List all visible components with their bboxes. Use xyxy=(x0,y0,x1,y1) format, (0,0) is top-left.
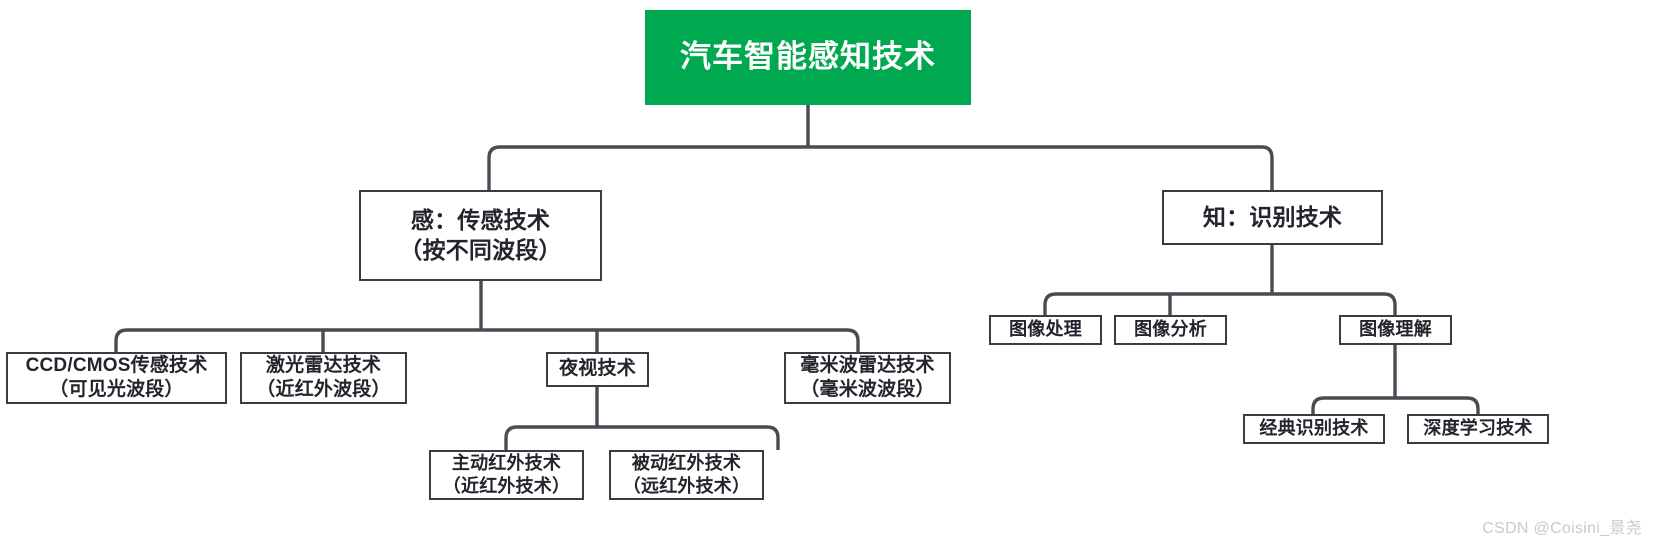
node-mmwave-radar-label-line1: 毫米波雷达技术 xyxy=(800,354,935,376)
node-active-ir[interactable]: 主动红外技术 （近红外技术） xyxy=(429,450,584,500)
node-root[interactable]: 汽车智能感知技术 xyxy=(645,10,971,105)
node-deep-learning[interactable]: 深度学习技术 xyxy=(1407,414,1549,444)
node-ccd-cmos-label-line1: CCD/CMOS传感技术 xyxy=(25,354,208,376)
edge-sense-bus xyxy=(114,328,860,352)
edge-understanding-bus xyxy=(1311,396,1480,414)
edge-nightvision-bus xyxy=(504,425,780,450)
node-night-vision[interactable]: 夜视技术 xyxy=(546,352,649,387)
node-lidar-label-line1: 激光雷达技术 xyxy=(265,354,382,376)
edge-root-bus xyxy=(487,145,1274,194)
node-root-label: 汽车智能感知技术 xyxy=(680,39,936,75)
node-active-ir-label-line1: 主动红外技术 xyxy=(451,452,562,473)
node-passive-ir-label-line1: 被动红外技术 xyxy=(631,452,742,473)
node-recognize[interactable]: 知：识别技术 xyxy=(1162,190,1383,245)
csdn-watermark: CSDN @Coisini_景尧 xyxy=(1482,520,1642,537)
node-active-ir-label-line2: （近红外技术） xyxy=(442,476,571,496)
node-mmwave-radar-label-line2: （毫米波波段） xyxy=(800,379,935,400)
node-mmwave-radar[interactable]: 毫米波雷达技术 （毫米波波段） xyxy=(784,352,951,404)
node-lidar-label-line2: （近红外波段） xyxy=(256,379,391,400)
node-recognize-label: 知：识别技术 xyxy=(1202,203,1343,230)
node-passive-ir[interactable]: 被动红外技术 （远红外技术） xyxy=(609,450,764,500)
node-classic-recognition-label: 经典识别技术 xyxy=(1259,418,1369,439)
node-image-analysis-label: 图像分析 xyxy=(1134,319,1207,340)
node-image-analysis[interactable]: 图像分析 xyxy=(1114,315,1227,345)
node-ccd-cmos-label-line2: （可见光波段） xyxy=(49,379,184,400)
edge-recognize-bus xyxy=(1043,292,1397,315)
node-image-understanding-label: 图像理解 xyxy=(1359,319,1432,340)
node-image-processing-label: 图像处理 xyxy=(1009,319,1082,340)
node-classic-recognition[interactable]: 经典识别技术 xyxy=(1243,414,1385,444)
node-image-processing[interactable]: 图像处理 xyxy=(989,315,1102,345)
node-night-vision-label: 夜视技术 xyxy=(559,358,636,380)
node-passive-ir-label-line2: （远红外技术） xyxy=(622,476,751,496)
node-sense[interactable]: 感：传感技术 （按不同波段） xyxy=(359,190,602,281)
node-lidar[interactable]: 激光雷达技术 （近红外波段） xyxy=(240,352,407,404)
node-sense-label-line1: 感：传感技术 xyxy=(410,207,551,234)
node-deep-learning-label: 深度学习技术 xyxy=(1423,418,1533,439)
node-sense-label-line2: （按不同波段） xyxy=(399,236,562,263)
node-ccd-cmos[interactable]: CCD/CMOS传感技术 （可见光波段） xyxy=(6,352,227,404)
node-image-understanding[interactable]: 图像理解 xyxy=(1339,315,1452,345)
